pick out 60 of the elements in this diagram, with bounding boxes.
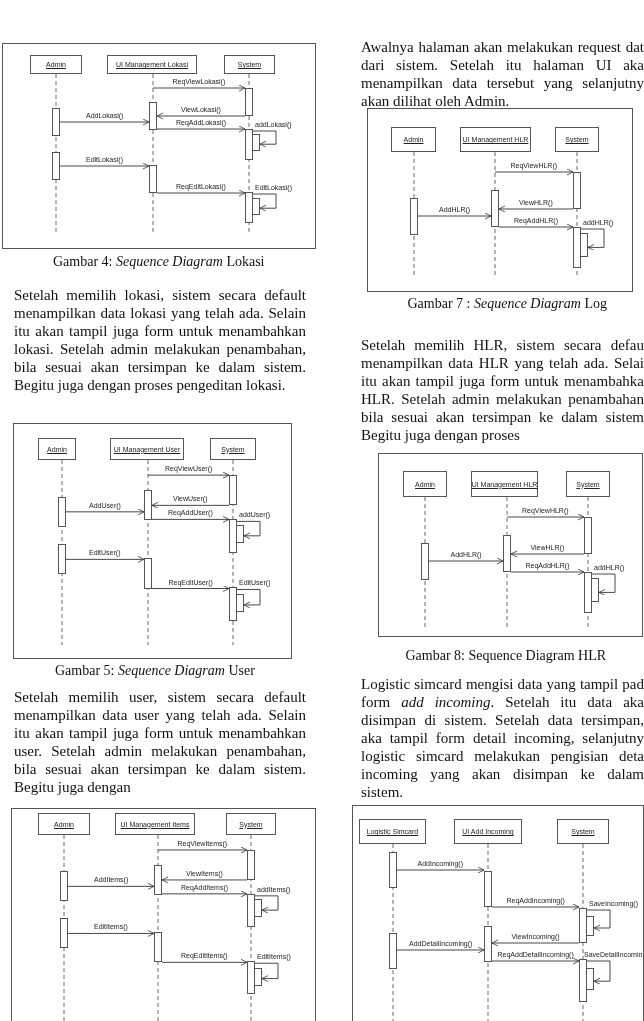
body-paragraph: Logistic simcard mengisi data yang tampil pad form add incoming. Setelah itu data aka disimpan di sistem. Setelah data tersimpan, aka tampil form detail incoming, selanjutny logistic simcard melakukan pengisian deta incoming yang akan disimpan ke dalam sistem. [361,675,644,801]
activation-bar [503,535,511,572]
activation-bar [245,129,253,160]
activation-bar [389,933,397,969]
activation-bar [484,926,492,962]
activation-bar [586,916,594,936]
activation-bar [154,864,162,895]
activation-bar [52,108,60,136]
body-paragraph: Setelah memilih HLR, sistem secara defau menampilkan data HLR yang telah ada. Selai itu akan tampil juga form untuk menambahka HLR. Setelah admin melakukan penambahan bila sesuai akan tersimpan ke dalam sistem Begitu juga dengan proses [361,336,644,444]
activation-bar [236,593,244,613]
activation-bar [154,932,162,963]
activation-bar [584,517,592,554]
diagram-frame [2,43,316,249]
diagram-frame [367,108,633,292]
activation-bar [252,134,260,151]
activation-bar [586,968,594,990]
diagram-frame [11,808,316,1021]
activation-bar [491,190,499,227]
diagram-frame [13,423,292,659]
activation-bar [579,908,587,943]
figure-caption: Gambar 5: Sequence Diagram User [55,662,255,680]
activation-bar [573,172,581,209]
figure-caption: Gambar 4: Sequence Diagram Lokasi [53,253,265,271]
activation-bar [410,198,418,235]
activation-bar [236,524,244,544]
activation-bar [144,490,152,521]
activation-bar [584,572,592,613]
activation-bar [245,88,253,116]
activation-bar [144,558,152,589]
activation-bar [229,519,237,553]
activation-bar [149,102,157,130]
diagram-frame [352,805,644,1021]
activation-bar [58,544,66,575]
body-paragraph: Awalnya halaman akan melakukan request dat dari sistem. Setelah itu halaman UI aka menampilkan data tersebut yang selanjutny akan dilihat oleh Admin. [361,38,644,110]
activation-bar [247,961,255,995]
activation-bar [573,227,581,268]
activation-bar [245,192,253,223]
activation-bar [254,967,262,986]
activation-bar [580,233,588,257]
activation-bar [421,543,429,580]
activation-bar [252,198,260,215]
activation-bar [60,871,68,902]
figure-caption: Gambar 8: Sequence Diagram HLR [405,647,607,665]
activation-bar [389,852,397,888]
activation-bar [254,899,262,918]
activation-bar [149,165,157,193]
activation-bar [247,893,255,927]
figure-caption: Gambar 7 : Sequence Diagram Log [407,295,607,313]
activation-bar [229,475,237,506]
activation-bar [229,587,237,621]
activation-bar [52,152,60,180]
activation-bar [484,871,492,907]
activation-bar [60,918,68,949]
activation-bar [58,496,66,527]
activation-bar [591,578,599,602]
body-paragraph: Setelah memilih user, sistem secara default menampilkan data user yang telah ada. Selain itu akan tampil juga form untuk menambahkan user. Setelah admin melakukan penambahan, bila sesuai akan tersimpan ke dalam sistem. Begitu juga dengan [14,688,306,796]
body-paragraph: Setelah memilih lokasi, sistem secara default menampilkan data lokasi yang telah ada. Selain itu akan tampil juga form untuk menambahkan lokasi. Setelah admin melakukan penambahan, bila sesuai akan tersimpan ke dalam sistem. Begitu juga dengan proses pengeditan lokasi. [14,286,306,394]
activation-bar [247,849,255,880]
diagram-frame [378,453,643,637]
activation-bar [579,959,587,1002]
